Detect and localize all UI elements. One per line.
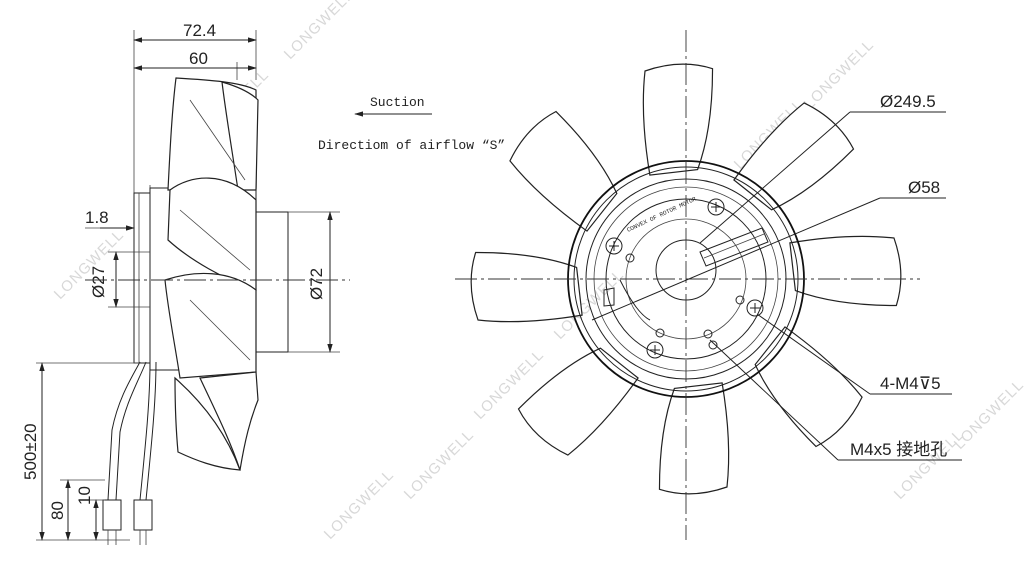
dim-ground-hole: M4x5 接地孔 (850, 440, 947, 459)
impeller-blade (517, 347, 639, 456)
impeller-blade (754, 326, 863, 448)
dim-cable-strip-outer: 80 (48, 501, 67, 520)
front-view: CONVEX OF ROTOR MOTOR Ø249.5 (455, 30, 962, 540)
lead-wires (102, 361, 157, 545)
dim-shaft-diameter: Ø27 (89, 266, 108, 298)
dim-blade-depth: 60 (189, 49, 208, 68)
dim-cable-length: 500±20 (21, 423, 40, 480)
mount-screw (646, 341, 664, 359)
airflow-direction-label: Directiom of airflow “S” (318, 138, 505, 153)
mount-screw (746, 299, 764, 317)
mounting-flange (133, 192, 151, 364)
airflow-indicator: Suction Directiom of airflow “S” (318, 95, 505, 153)
impeller-blade (642, 63, 714, 176)
dim-impeller-diameter: Ø249.5 (880, 92, 936, 111)
impeller-blade (509, 110, 618, 232)
watermark: LONGWELL (321, 466, 398, 543)
dim-mount-holes: 4-M4⊽5 (880, 374, 941, 393)
impeller-blades (470, 63, 902, 495)
watermark: LONGWELL (281, 0, 358, 63)
ground-hole (703, 329, 713, 339)
dim-hub-diameter: Ø72 (307, 268, 326, 300)
mount-screw (605, 237, 623, 255)
dim-cable-strip-inner: 10 (75, 486, 94, 505)
dim-overall-depth: 72.4 (183, 21, 216, 40)
impeller-blade (658, 382, 730, 495)
impeller-blade (789, 235, 902, 307)
dim-flange-thickness: 1.8 (85, 208, 109, 227)
side-view: 72.4 60 Ø72 1.8 Ø27 (21, 21, 350, 545)
watermark: LONGWELL (801, 36, 878, 113)
watermark: LONGWELL (401, 426, 478, 503)
dim-center-bore: Ø58 (908, 178, 940, 197)
suction-label: Suction (370, 95, 425, 110)
cable-slot (699, 227, 769, 267)
impeller-blade (470, 251, 583, 323)
mount-screw (707, 198, 725, 216)
impeller-blade (733, 102, 855, 211)
hub-nose (255, 211, 289, 353)
watermark: LONGWELL (951, 376, 1024, 453)
